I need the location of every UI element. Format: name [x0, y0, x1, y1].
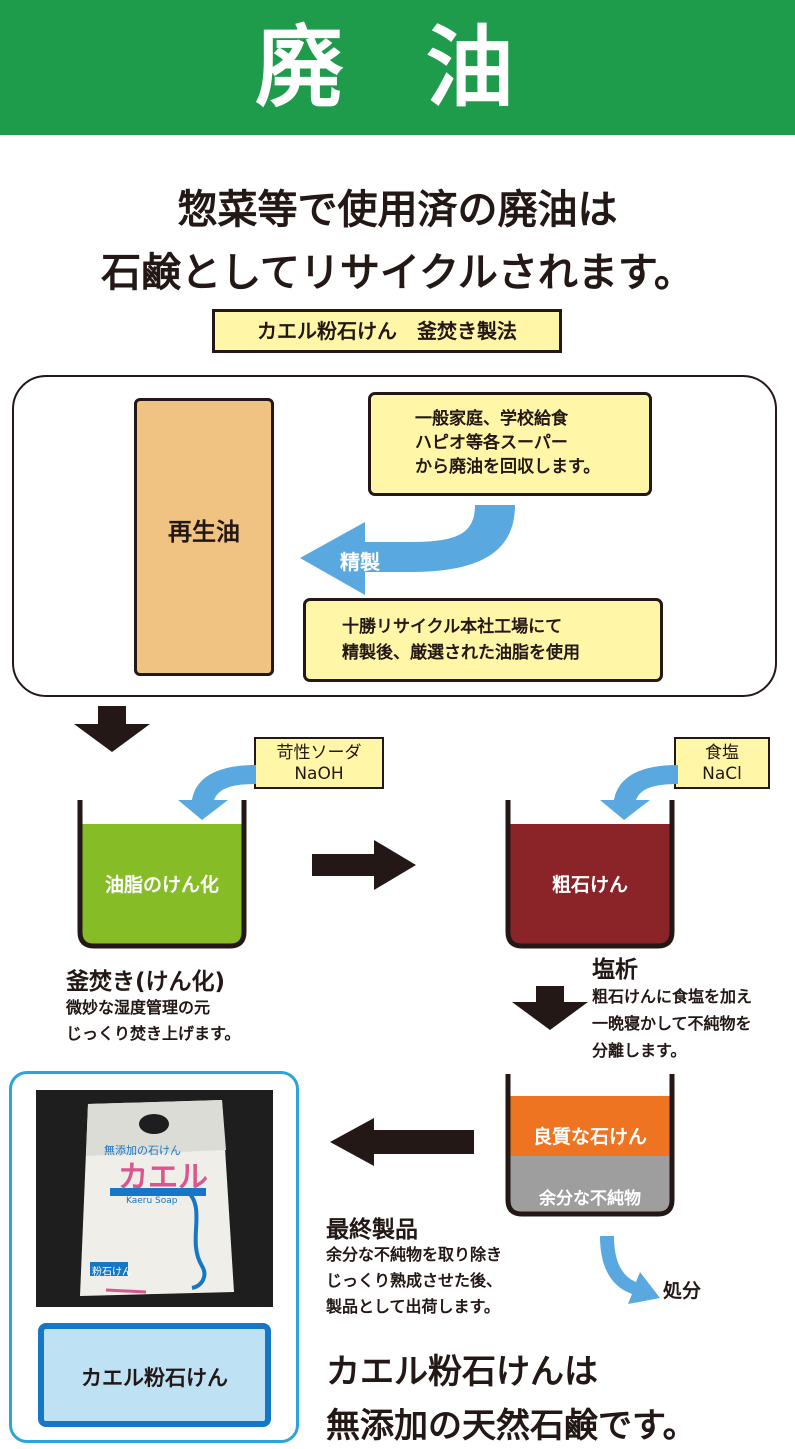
- collection-note: 一般家庭、学校給食 ハピオ等各スーパー から廃油を回収します。: [368, 392, 652, 496]
- nacl-label-box: 食塩 NaCl: [674, 737, 770, 789]
- collection-note-line-1: 一般家庭、学校給食: [415, 409, 568, 429]
- naoh-arrow-icon: [178, 765, 256, 820]
- quality-soap-label: 良質な石けん: [532, 1126, 647, 1148]
- nacl-label-line-2: NaCl: [702, 764, 742, 784]
- disposal-label: 処分: [663, 1280, 702, 1302]
- naoh-label-box: 苛性ソーダ NaOH: [254, 737, 384, 789]
- nacl-arrow-icon: [600, 765, 678, 820]
- collection-note-line-2: ハピオ等各スーパー: [415, 433, 568, 453]
- final-product-line-2: じっくり熟成させた後、: [326, 1271, 503, 1290]
- collection-note-line-3: から廃油を回収します。: [415, 457, 601, 477]
- left-arrow-icon: [330, 1118, 474, 1166]
- salting-out-line-1: 粗石けんに食塩を加え: [592, 987, 753, 1006]
- factory-note: 十勝リサイクル本社工場にて 精製後、厳選された油脂を使用: [303, 598, 663, 682]
- bag-sub-text: 無添加の石けん: [104, 1144, 181, 1157]
- refine-arrow-icon: [300, 505, 515, 595]
- bag-brand-en: Kaeru Soap: [126, 1196, 178, 1206]
- soap-bag-image: [36, 1090, 273, 1307]
- product-label: カエル粉石けん: [81, 1366, 228, 1390]
- page-title: 廃 油: [255, 16, 540, 119]
- saponification-vessel: [77, 800, 247, 949]
- bag-brand: カエル: [118, 1160, 208, 1195]
- headline-line-1: 惣菜等で使用済の廃油は: [177, 187, 618, 233]
- saponification-line-1: 微妙な湿度管理の元: [66, 998, 211, 1017]
- quality-soap-vessel: [505, 1074, 675, 1217]
- nacl-label-line-1: 食塩: [705, 743, 739, 763]
- salting-out-line-2: 一晩寝かして不純物を: [592, 1014, 752, 1033]
- refine-arrow-label: 精製: [340, 550, 380, 574]
- closing-line-2: 無添加の天然石鹸です。: [326, 1406, 697, 1446]
- final-product-title: 最終製品: [326, 1217, 418, 1243]
- right-arrow-icon: [312, 840, 416, 890]
- down-arrow-icon: [512, 986, 588, 1030]
- final-product-line-3: 製品として出荷します。: [326, 1297, 500, 1316]
- product-photo: 無添加の石けん カエル Kaeru Soap 粉石けん: [36, 1090, 273, 1307]
- crude-soap-vessel-label: 粗石けん: [551, 874, 628, 896]
- crude-soap-vessel: [505, 800, 675, 949]
- saponification-line-2: じっくり焚き上げます。: [66, 1024, 241, 1043]
- naoh-label-line-1: 苛性ソーダ: [276, 743, 362, 763]
- closing-line-1: カエル粉石けんは: [326, 1352, 598, 1392]
- salting-out-line-3: 分離します。: [592, 1041, 687, 1060]
- method-label: カエル粉石けん 釜焚き製法: [212, 309, 562, 353]
- headline-line-2: 石鹸としてリサイクルされます。: [101, 250, 694, 296]
- bag-side-text: 粉石けん: [92, 1267, 132, 1278]
- disposal-arrow-icon: [600, 1236, 660, 1304]
- header-bar: [0, 0, 795, 135]
- saponification-title: 釜焚き(けん化): [66, 969, 226, 995]
- recycled-oil-label: 再生油: [168, 518, 240, 546]
- factory-note-line-1: 十勝リサイクル本社工場にて: [342, 617, 563, 637]
- factory-note-line-2: 精製後、厳選された油脂を使用: [342, 643, 580, 663]
- naoh-label-line-2: NaOH: [294, 764, 344, 784]
- recycled-oil-block: [134, 398, 274, 676]
- final-product-line-1: 余分な不純物を取り除き: [326, 1245, 503, 1264]
- salting-out-title: 塩析: [592, 957, 638, 983]
- product-card: [9, 1071, 299, 1443]
- saponification-vessel-label: 油脂のけん化: [104, 874, 219, 896]
- impurity-label: 余分な不純物: [539, 1189, 641, 1209]
- product-label-box: [38, 1323, 271, 1427]
- down-arrow-icon: [74, 706, 150, 752]
